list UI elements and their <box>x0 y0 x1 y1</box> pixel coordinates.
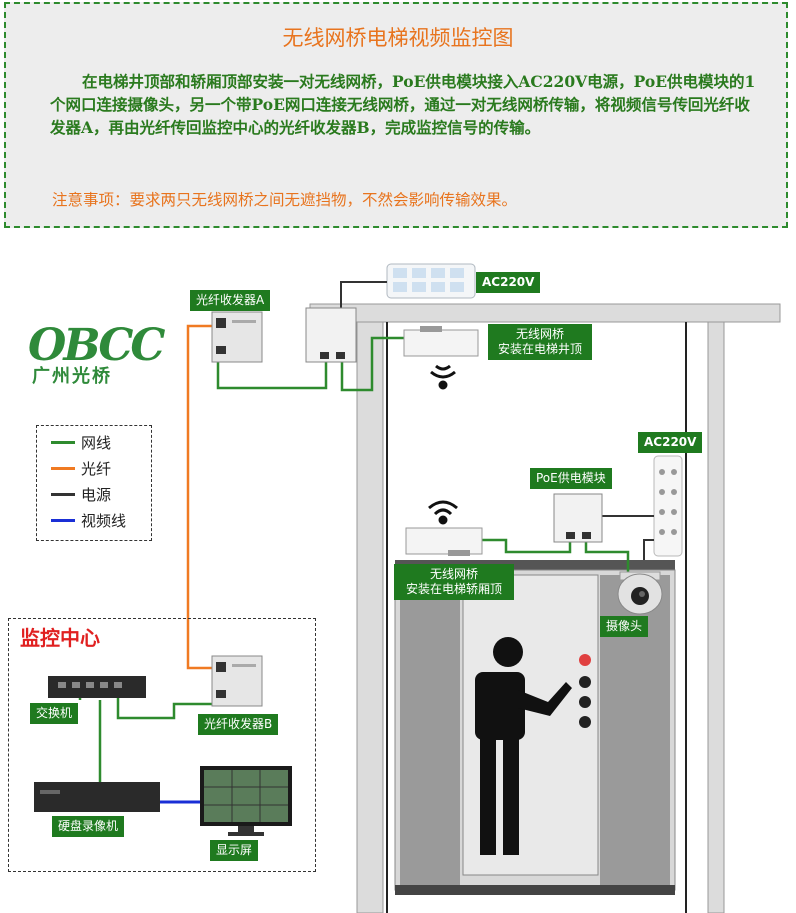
network-switch <box>48 676 146 698</box>
legend-label: 光纤 <box>81 459 112 478</box>
elevator-buttons <box>579 654 591 728</box>
label-poe-module: PoE供电模块 <box>530 468 612 489</box>
label-bridge-shaft-line1: 无线网桥 <box>515 327 564 341</box>
power-strip-car <box>653 455 683 557</box>
monitor-display <box>200 766 292 836</box>
wireless-bridge-shaft <box>403 326 479 357</box>
wifi-signal-up-icon <box>428 500 458 525</box>
dome-camera-icon <box>617 571 663 615</box>
wifi-signal-down-icon <box>430 364 456 390</box>
info-note: 注意事项：要求两只无线网桥之间无遮挡物，不然会影响传输效果。 <box>52 191 518 209</box>
power-strip-top <box>386 263 476 299</box>
legend-label: 网线 <box>81 433 112 452</box>
label-bridge-car: 无线网桥 安装在电梯轿厢顶 <box>394 564 514 600</box>
wireless-bridge-car <box>405 527 483 556</box>
label-ac220v-top: AC220V <box>476 272 541 293</box>
legend-item-ethernet: 网线 <box>51 432 111 452</box>
legend-swatch <box>51 440 75 444</box>
legend-swatch <box>51 492 75 496</box>
fiber-cable <box>186 324 214 670</box>
label-camera: 摄像头 <box>600 616 649 637</box>
fiber-transceiver-a <box>211 311 263 363</box>
monitor-center-box <box>8 618 316 872</box>
power-cables <box>340 281 654 560</box>
label-nvr: 硬盘录像机 <box>52 816 125 837</box>
company-logo: OBCC <box>28 320 165 371</box>
info-panel <box>4 2 788 228</box>
nvr-device <box>34 782 160 812</box>
legend-label: 视频线 <box>81 511 127 530</box>
person-icon <box>475 637 572 855</box>
diagram-title: 无线网桥电梯视频监控图 <box>282 26 514 50</box>
legend-item-fiber: 光纤 <box>51 458 111 478</box>
label-transceiver-a: 光纤收发器A <box>190 290 271 311</box>
label-bridge-car-line1: 无线网桥 <box>429 567 478 581</box>
legend: 网线 光纤 电源 视频线 <box>36 425 152 541</box>
poe-module-top <box>305 307 357 363</box>
info-description: 在电梯井顶部和轿厢顶部安装一对无线网桥，PoE供电模块接入AC220V电源，Po… <box>50 72 756 137</box>
label-ac220v-car: AC220V <box>638 432 703 453</box>
legend-item-video: 视频线 <box>51 510 126 530</box>
fiber-transceiver-b <box>211 655 263 707</box>
elevator-shaft <box>309 303 781 913</box>
label-bridge-car-line2: 安装在电梯轿厢顶 <box>405 582 502 596</box>
label-display: 显示屏 <box>210 840 259 861</box>
company-logo-cn: 广州光桥 <box>32 366 112 387</box>
label-bridge-shaft: 无线网桥 安装在电梯井顶 <box>488 324 592 360</box>
legend-item-power: 电源 <box>51 484 111 504</box>
legend-label: 电源 <box>81 485 112 504</box>
legend-swatch <box>51 466 75 470</box>
legend-swatch <box>51 518 75 522</box>
label-switch: 交换机 <box>30 703 79 724</box>
label-bridge-shaft-line2: 安装在电梯井顶 <box>497 342 582 356</box>
poe-module-car <box>553 493 603 543</box>
label-transceiver-b: 光纤收发器B <box>198 714 279 735</box>
monitor-center-title: 监控中心 <box>20 626 100 650</box>
